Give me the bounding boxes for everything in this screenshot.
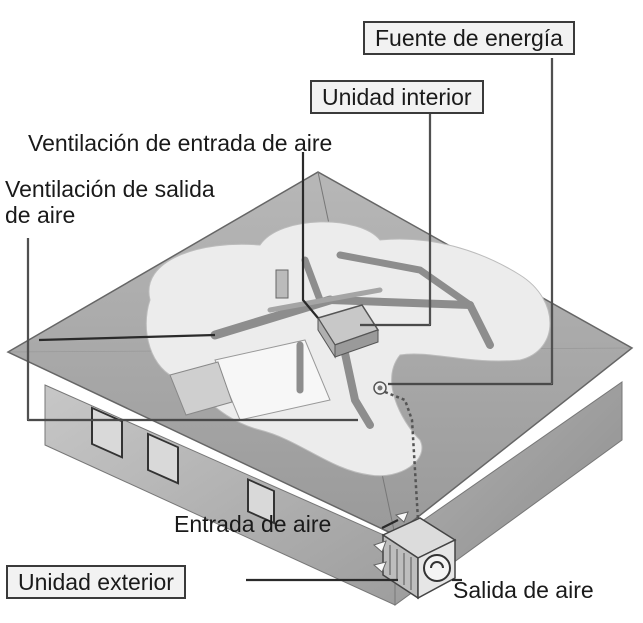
indoor-unit-box [316,304,380,359]
window-3 [247,477,275,525]
label-indoor-unit: Unidad interior [310,80,484,114]
outdoor-unit [381,517,457,600]
label-air-inlet: Entrada de aire [174,511,332,537]
label-outdoor-unit: Unidad exterior [6,565,186,599]
label-air-outlet: Salida de aire [453,577,594,603]
air-inlet-arrows [372,511,409,573]
label-power-source: Fuente de energía [363,21,575,55]
house-walls [44,381,623,606]
label-supply-vent: Ventilación de entrada de aire [28,130,333,156]
attic-panel [275,269,289,299]
fan-icon [423,554,451,582]
window-2 [147,432,179,485]
label-return-vent: Ventilación de salida de aire [5,176,295,228]
label-return-vent-line1: Ventilación de salida [5,176,215,202]
vent-center-icon [377,385,383,391]
refrigerant-line [384,390,420,521]
label-return-vent-line2: de aire [5,202,76,228]
